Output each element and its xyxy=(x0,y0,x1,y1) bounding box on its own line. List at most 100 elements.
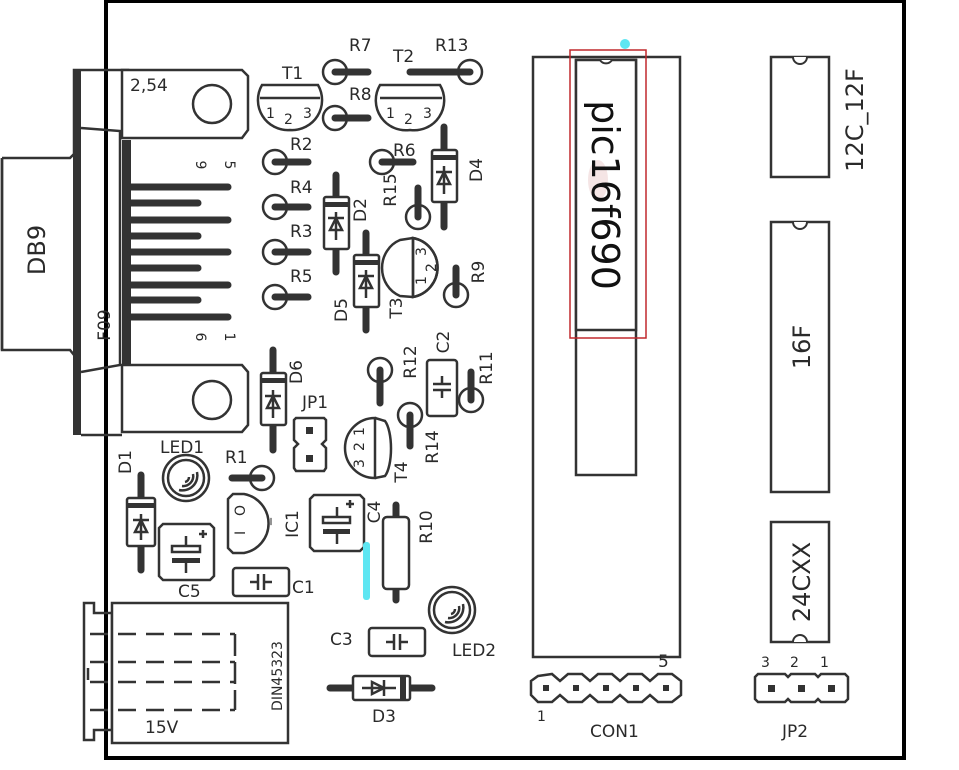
led1-label: LED1 xyxy=(160,438,204,458)
connector-con1: 1 5 CON1 xyxy=(529,652,683,742)
board-outline xyxy=(104,0,906,760)
socket-12c-12f-label: 12C_12F xyxy=(841,68,869,172)
resistor-r6: R6 xyxy=(368,141,417,176)
ic1-pin-gnd: _ xyxy=(256,517,272,526)
con1-label: CON1 xyxy=(590,722,639,742)
d5-label: D5 xyxy=(332,298,352,322)
r10-label: R10 xyxy=(417,510,437,543)
t4-pin-3: 3 xyxy=(352,459,368,468)
d1-label: D1 xyxy=(116,450,136,474)
t2-pin-2: 2 xyxy=(404,112,413,128)
highlight-marker-pic xyxy=(620,39,630,49)
jp2-label: JP2 xyxy=(781,722,808,742)
c5-label: C5 xyxy=(178,582,201,602)
diode-d1: D1 xyxy=(116,450,157,574)
highlight-marker-c4 xyxy=(363,542,370,600)
jumper-jp1: JP1 xyxy=(292,393,328,473)
transistor-t1: T1 1 2 3 xyxy=(256,64,324,132)
db9-pin-1-label: 1 xyxy=(221,333,237,342)
chip-pic16f690: pic16f690 xyxy=(569,39,647,339)
resistor-r11: R11 xyxy=(457,351,497,414)
power-voltage-label: 15V xyxy=(145,718,179,738)
diode-d4: D4 xyxy=(430,123,487,231)
power-connector: DIN45323 15V xyxy=(82,601,290,745)
t2-pin-1: 1 xyxy=(386,106,395,122)
r14-label: R14 xyxy=(423,430,443,463)
t1-pin-3: 3 xyxy=(303,106,312,122)
t3-pin-1: 1 xyxy=(414,276,430,285)
r6-label: R6 xyxy=(393,141,416,161)
resistor-r8: R8 xyxy=(321,85,372,132)
resistor-r5: R5 xyxy=(261,267,313,311)
capacitor-c3: C3 xyxy=(330,626,427,658)
resistor-r12: R12 xyxy=(366,345,421,407)
t3-pin-2: 2 xyxy=(424,263,440,272)
d2-label: D2 xyxy=(351,198,371,222)
db9-pitch-label: 2,54 xyxy=(130,76,168,96)
resistor-r7: R7 xyxy=(321,36,372,86)
pic16f690-label: pic16f690 xyxy=(583,100,627,290)
resistor-r1: R1 xyxy=(225,448,276,492)
jumper-jp2: 3 2 1 JP2 xyxy=(753,655,850,742)
t4-pin-1: 1 xyxy=(352,427,368,436)
t3-pin-3: 3 xyxy=(414,247,430,256)
power-connector-label: DIN45323 xyxy=(270,641,286,711)
db9-connector: 2,54 DB9 F09 9 5 6 1 xyxy=(0,68,250,437)
con1-pin-5-label: 5 xyxy=(658,652,669,672)
ic1-pin-i: I xyxy=(233,531,249,535)
diode-d3: D3 xyxy=(326,674,436,727)
socket-16f: 16F xyxy=(769,220,831,494)
resistor-r3: R3 xyxy=(261,222,313,266)
db9-pin-6-label: 6 xyxy=(192,333,208,342)
socket-16f-label: 16F xyxy=(788,325,816,369)
led2: LED2 xyxy=(427,585,496,661)
transistor-t3: T3 1 2 3 xyxy=(380,236,440,320)
db9-label: DB9 xyxy=(23,225,51,275)
r7-label: R7 xyxy=(349,36,372,56)
r2-label: R2 xyxy=(290,135,313,155)
resistor-r13: R13 xyxy=(406,36,484,86)
db9-pins xyxy=(127,183,232,321)
diode-d6: D6 xyxy=(259,346,307,454)
db9-pin-9-label: 9 xyxy=(192,161,208,170)
led1: LED1 xyxy=(160,438,211,503)
t4-label: T4 xyxy=(392,461,412,483)
d3-label: D3 xyxy=(372,707,396,727)
r5-label: R5 xyxy=(290,267,313,287)
capacitor-c5: C5 xyxy=(157,522,216,602)
db9-sub-label: F09 xyxy=(95,309,115,340)
t2-label: T2 xyxy=(392,47,414,67)
r3-label: R3 xyxy=(290,222,313,242)
con1-pin-1-label: 1 xyxy=(537,709,546,725)
db9-pin-5-label: 5 xyxy=(221,161,237,170)
r12-label: R12 xyxy=(401,345,421,378)
c3-label: C3 xyxy=(330,630,353,650)
capacitor-c2: C2 xyxy=(425,331,459,418)
resistor-r9: R9 xyxy=(442,261,489,309)
r11-label: R11 xyxy=(477,351,497,384)
capacitor-c1: C1 xyxy=(231,566,315,598)
jp1-label: JP1 xyxy=(301,393,328,413)
capacitor-c4: C4 xyxy=(308,493,385,553)
ic1-pin-o: O xyxy=(233,505,249,516)
resistor-r15: R15 xyxy=(381,173,432,231)
r13-label: R13 xyxy=(435,36,468,56)
c1-label: C1 xyxy=(292,578,315,598)
r4-label: R4 xyxy=(290,178,313,198)
ic1-regulator: I O _ IC1 xyxy=(226,492,303,555)
d4-label: D4 xyxy=(467,158,487,182)
led2-label: LED2 xyxy=(452,641,496,661)
resistor-r2: R2 xyxy=(261,135,313,176)
c4-label: C4 xyxy=(365,501,385,524)
t1-pin-2: 2 xyxy=(284,112,293,128)
diode-d2: D2 xyxy=(322,171,371,276)
t4-pin-2: 2 xyxy=(352,442,368,451)
resistor-r10: R10 xyxy=(381,501,437,604)
transistor-t4: T4 3 2 1 xyxy=(343,416,412,484)
jp2-pin-1-label: 1 xyxy=(820,655,829,671)
diode-d5: D5 xyxy=(332,229,381,334)
r8-label: R8 xyxy=(349,85,372,105)
transistor-t2: T2 1 2 3 xyxy=(374,47,446,132)
chip-selection-box xyxy=(569,49,647,339)
